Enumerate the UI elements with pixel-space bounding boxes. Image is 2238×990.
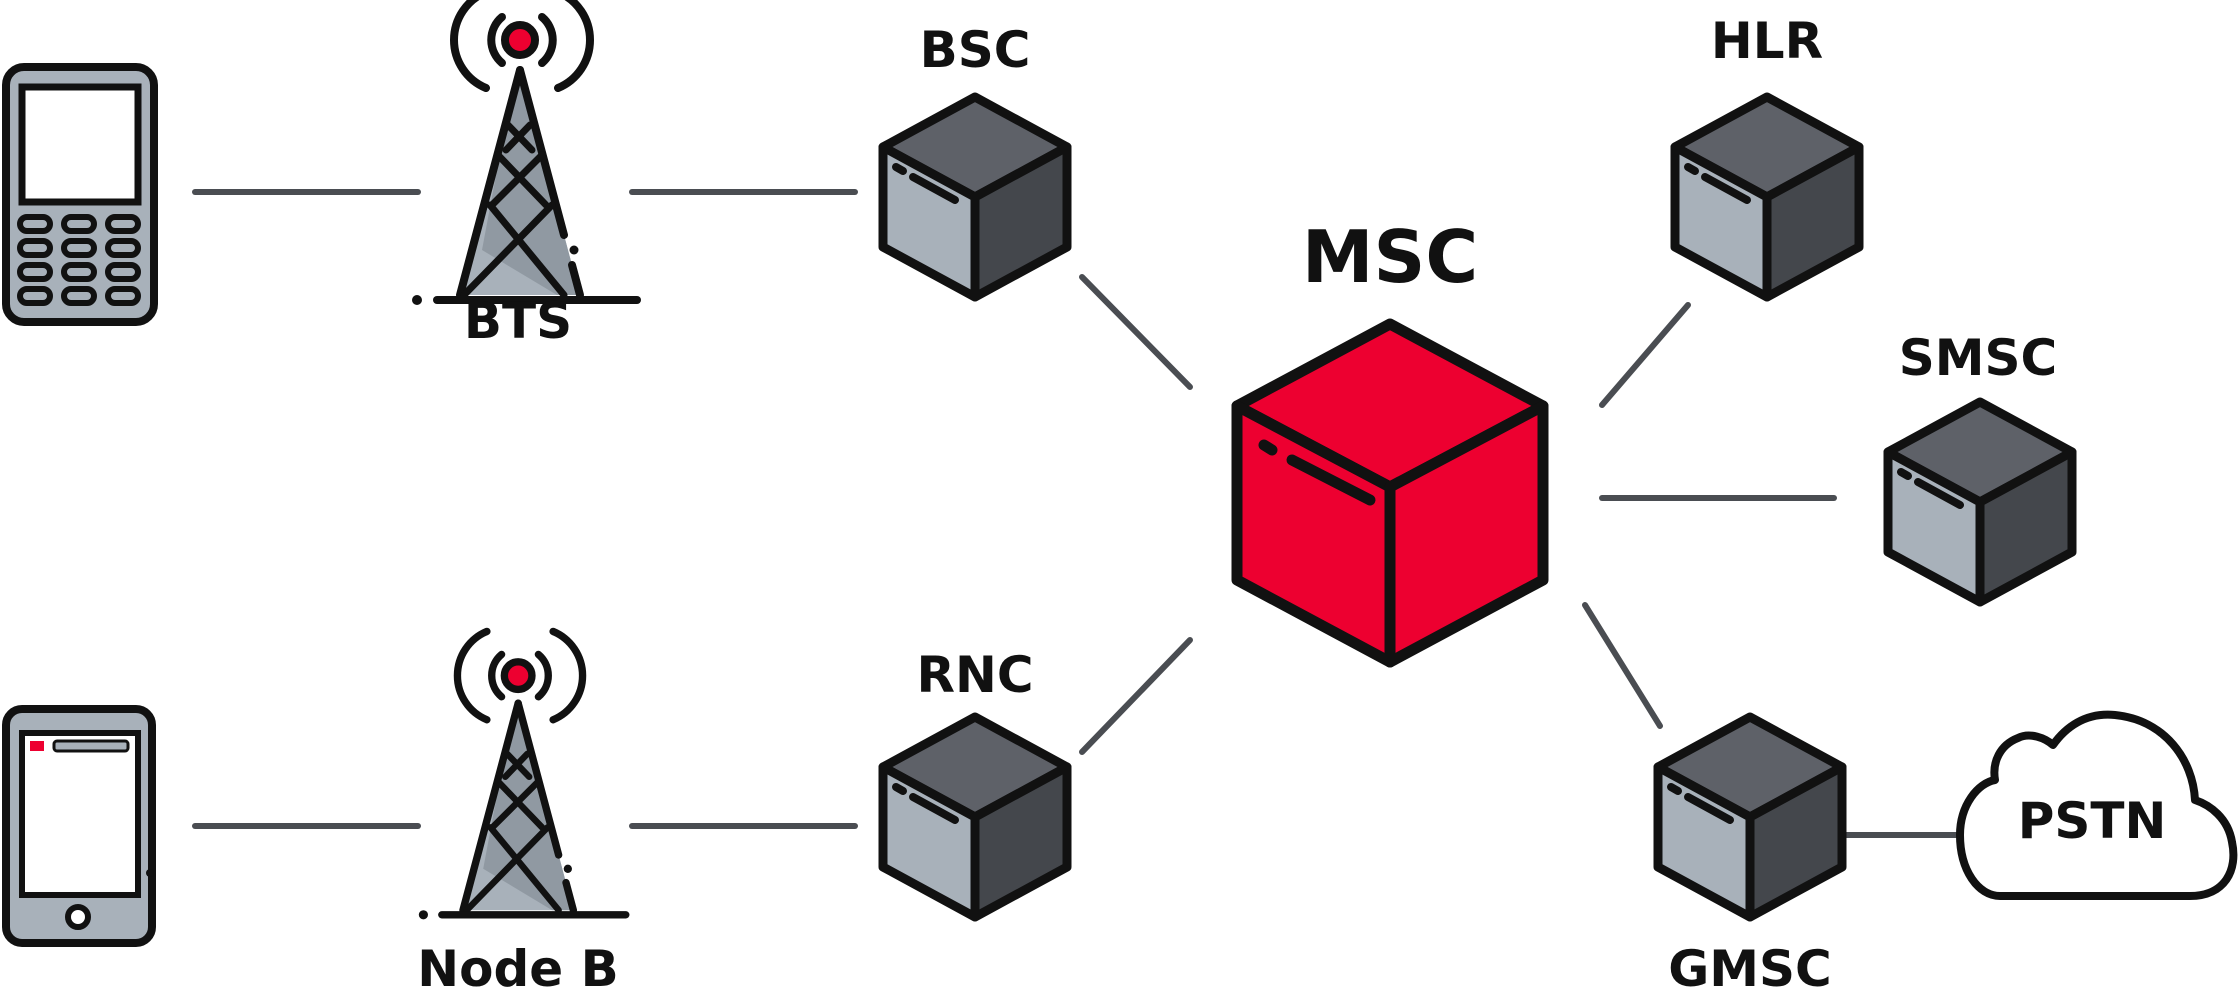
feature-phone-icon bbox=[2, 63, 158, 326]
radio-tower-icon bbox=[419, 631, 626, 919]
link-msc-hlr bbox=[1599, 302, 1691, 408]
server-cube-icon bbox=[1888, 402, 2072, 602]
pstn-label: PSTN bbox=[2018, 792, 2167, 850]
link-rnc-msc bbox=[1079, 637, 1193, 755]
msc-label: MSC bbox=[1302, 215, 1478, 299]
gmsc-label: GMSC bbox=[1668, 940, 1832, 990]
server-cube-icon bbox=[883, 97, 1067, 297]
msc-cube-icon bbox=[1231, 318, 1549, 668]
bsc-label: BSC bbox=[920, 21, 1031, 79]
radio-tower-icon bbox=[412, 0, 637, 305]
server-cube-icon bbox=[1658, 717, 1842, 917]
links bbox=[192, 189, 1961, 838]
link-msc-gmsc bbox=[1582, 602, 1663, 729]
server-cube-icon bbox=[1675, 97, 1859, 297]
smartphone-icon bbox=[2, 705, 156, 947]
link-bsc-msc bbox=[1079, 274, 1193, 390]
bts-label: BTS bbox=[464, 292, 572, 350]
hlr-label: HLR bbox=[1711, 12, 1823, 70]
rnc-label: RNC bbox=[916, 646, 1033, 704]
cloud-icon bbox=[1956, 710, 2238, 900]
smsc-label: SMSC bbox=[1899, 329, 2057, 387]
server-cube-icon bbox=[883, 717, 1067, 917]
node-b-label: Node B bbox=[417, 940, 618, 990]
